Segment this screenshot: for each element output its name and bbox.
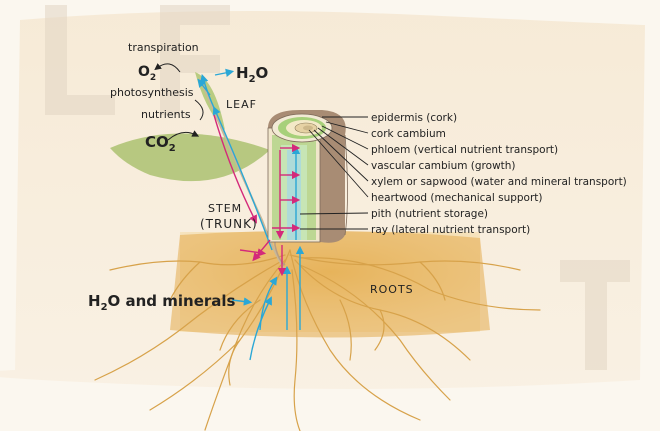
part-label-heartwood: heartwood (mechanical support) [371,192,543,204]
watermark-letters [45,5,630,370]
co2-label: CO2 [145,133,176,154]
o2-arrow [154,63,181,73]
roots [94,249,541,431]
part-label-ray: ray (lateral nutrient transport) [371,224,530,236]
nutrients-pointer [194,99,204,121]
part-label-pith: pith (nutrient storage) [371,208,488,220]
roots-label: ROOTS [370,283,414,296]
h2o-label: H2O [236,64,268,85]
transpiration-label: transpiration [128,41,199,54]
part-label-phloem: phloem (vertical nutrient transport) [371,144,558,156]
nutrients-label: nutrients [141,108,191,121]
stem-label: STEM [208,202,242,215]
o2-label: O2 [138,64,156,83]
leaf-label: LEAF [226,98,257,111]
part-label-cork-cambium: cork cambium [371,128,446,140]
part-label-epidermis: epidermis (cork) [371,112,457,124]
part-labels: epidermis (cork) cork cambium phloem (ve… [371,112,627,236]
trunk-label: (TRUNK) [200,217,258,231]
leader-lines [299,116,369,230]
water-minerals-label: H2O and minerals [88,292,236,313]
photosynthesis-label: photosynthesis [110,86,194,99]
xylem-flow-arrows [197,68,305,361]
soil [170,230,490,338]
phloem-flow-arrows [213,114,301,277]
part-label-xylem: xylem or sapwood (water and mineral tran… [371,176,627,188]
part-label-vascular-cambium: vascular cambium (growth) [371,160,516,172]
co2-arrow [167,130,200,141]
